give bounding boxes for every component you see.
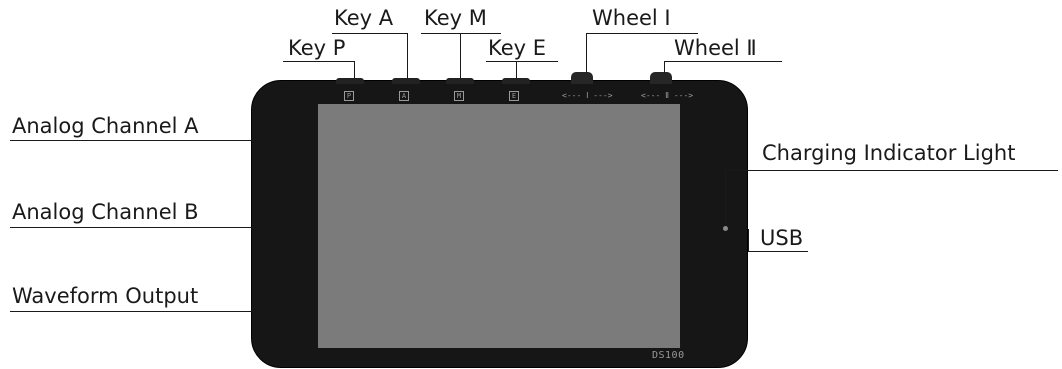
- waveform-output-leader: [10, 311, 252, 312]
- wheel-1-knob: [571, 72, 593, 84]
- model-label: DS100: [652, 350, 685, 361]
- key-a-button: [392, 78, 420, 84]
- key-a-label: Key A: [334, 6, 393, 30]
- analog-channel-b-leader: [10, 227, 252, 228]
- wheel-2-leader-v: [664, 61, 665, 73]
- key-e-leader-v: [516, 61, 517, 79]
- key-e-mark: E: [509, 91, 519, 101]
- wheel-2-label: Wheel Ⅱ: [674, 36, 757, 60]
- key-e-leader-h: [486, 61, 558, 62]
- key-a-leader-h: [332, 33, 408, 34]
- key-a-leader-v: [407, 33, 408, 79]
- usb-label: USB: [760, 226, 803, 250]
- wheel-1-mark: <--- Ⅰ --->: [562, 91, 613, 100]
- charging-indicator-leader-v: [725, 170, 726, 226]
- wheel-1-leader-v: [586, 33, 587, 73]
- wheel-2-mark: <--- Ⅱ --->: [641, 91, 693, 100]
- key-p-label: Key P: [288, 36, 345, 60]
- analog-channel-b-label: Analog Channel B: [12, 200, 199, 224]
- key-m-leader-h: [421, 33, 501, 34]
- wheel-2-leader-h: [664, 61, 782, 62]
- key-p-mark: P: [344, 91, 354, 101]
- key-p-leader-h: [283, 61, 355, 62]
- wheel-2-knob: [650, 72, 672, 84]
- analog-channel-a-leader: [10, 140, 252, 141]
- key-a-mark: A: [399, 91, 409, 101]
- device-screen: [318, 104, 680, 348]
- usb-leader-v: [748, 229, 749, 251]
- analog-channel-a-label: Analog Channel A: [12, 114, 199, 138]
- wheel-1-leader-h: [586, 33, 698, 34]
- usb-leader-h: [748, 251, 808, 252]
- key-m-leader-v: [460, 33, 461, 79]
- key-p-button: [336, 78, 364, 84]
- key-m-mark: M: [454, 91, 464, 101]
- key-p-leader-v: [354, 61, 355, 79]
- charging-indicator-label: Charging Indicator Light: [762, 141, 1015, 165]
- key-m-label: Key M: [424, 6, 487, 30]
- waveform-output-label: Waveform Output: [12, 284, 198, 308]
- wheel-1-label: Wheel Ⅰ: [592, 6, 671, 30]
- charging-indicator-led: [723, 226, 728, 231]
- charging-indicator-leader-h: [725, 170, 1058, 171]
- key-e-label: Key E: [488, 36, 546, 60]
